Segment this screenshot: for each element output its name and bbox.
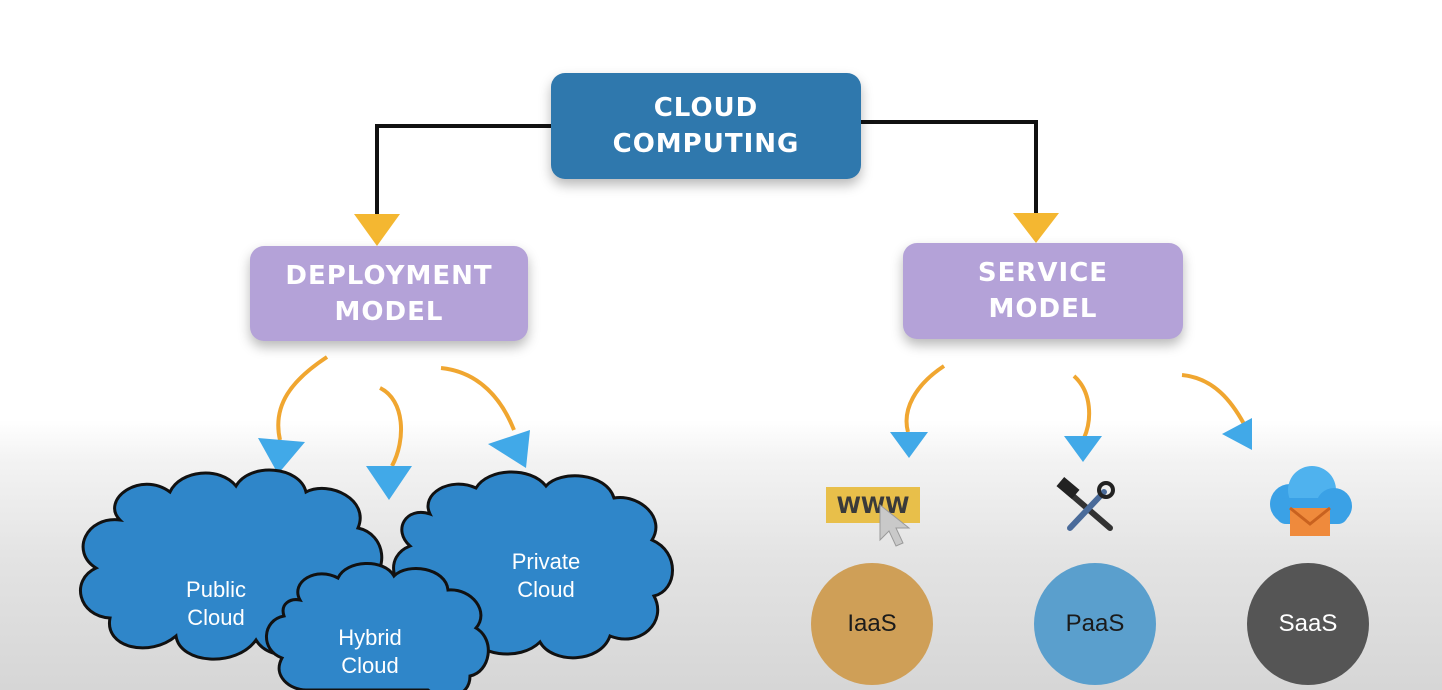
arrowhead-saas bbox=[1222, 418, 1252, 450]
hybrid-cloud-shape bbox=[265, 562, 490, 690]
www-browser-icon: WWW bbox=[826, 487, 920, 547]
hybrid-cloud-label: Hybrid Cloud bbox=[338, 625, 402, 678]
cloud-computing-box: CLOUD COMPUTING bbox=[551, 73, 861, 179]
curve-to-public-cloud bbox=[276, 355, 329, 441]
private-cloud-label: Private Cloud bbox=[511, 549, 581, 602]
arrowhead-private-cloud bbox=[488, 430, 530, 468]
curve-to-hybrid-cloud bbox=[378, 386, 404, 467]
arrowhead-deployment bbox=[354, 214, 400, 246]
curve-to-private-cloud bbox=[440, 366, 516, 431]
arrowhead-public-cloud bbox=[258, 438, 305, 474]
paas-circle: PaaS bbox=[1034, 563, 1156, 685]
saas-circle: SaaS bbox=[1247, 563, 1369, 685]
arrowhead-hybrid-cloud bbox=[366, 466, 412, 500]
arrowhead-paas bbox=[1064, 436, 1102, 462]
arrowhead-service bbox=[1013, 213, 1059, 243]
public-cloud-label: Public Cloud bbox=[186, 577, 246, 630]
tools-icon bbox=[1056, 476, 1115, 531]
cloud-mail-icon bbox=[1270, 466, 1352, 536]
curve-to-paas bbox=[1072, 374, 1092, 439]
www-icon-text: WWW bbox=[837, 494, 910, 519]
connector-root-to-service bbox=[861, 120, 1038, 213]
curve-to-saas bbox=[1181, 373, 1246, 425]
arrowhead-iaas bbox=[890, 432, 928, 458]
deployment-model-box: DEPLOYMENT MODEL bbox=[250, 246, 528, 341]
iaas-circle: IaaS bbox=[811, 563, 933, 685]
curve-to-iaas bbox=[904, 364, 946, 433]
connector-root-to-deployment bbox=[375, 124, 551, 214]
service-model-box: SERVICE MODEL bbox=[903, 243, 1183, 339]
